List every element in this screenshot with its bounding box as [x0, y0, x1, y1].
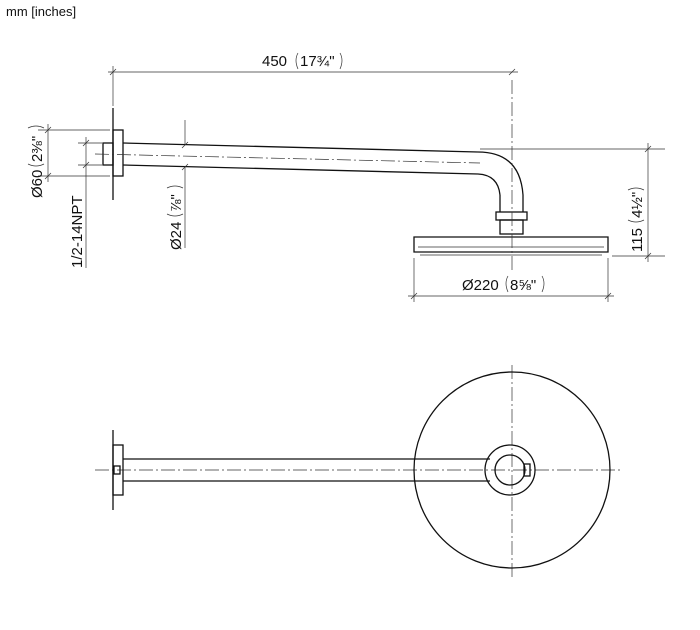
flange-diameter-dim: Ø60 [29, 170, 46, 198]
ball-joint [495, 211, 528, 221]
shower-head [413, 236, 609, 253]
shower-arm-top [122, 142, 479, 153]
head-diameter-dim-imperial: 8⅝" [510, 277, 536, 294]
drop-height-dim: 115 [629, 228, 646, 252]
wall-flange [112, 129, 124, 177]
arm-length-dim-imperial: 17¾" [300, 53, 335, 70]
arm-elbow [477, 151, 524, 196]
top-ball-joint [484, 444, 536, 496]
arm-length-dim: 450 [262, 53, 287, 70]
side-view: 450 17¾" Ø60 2⅜" 1/2-14NPT Ø24 [27, 52, 665, 302]
units-label: mm [inches] [6, 4, 77, 19]
head-diameter-dim: Ø220 [462, 277, 499, 294]
top-view [95, 365, 620, 580]
drop-height-dim-imperial: 4½" [629, 192, 646, 218]
flange-diameter-dim-imperial: 2⅜" [29, 136, 46, 162]
top-shower-head [413, 371, 611, 569]
shower-arm-bottom [122, 164, 479, 175]
pipe-diameter-dim-imperial: ⅞" [168, 194, 185, 212]
thread-spec-label: 1/2-14NPT [69, 195, 86, 268]
pipe-diameter-dim: Ø24 [168, 222, 185, 250]
